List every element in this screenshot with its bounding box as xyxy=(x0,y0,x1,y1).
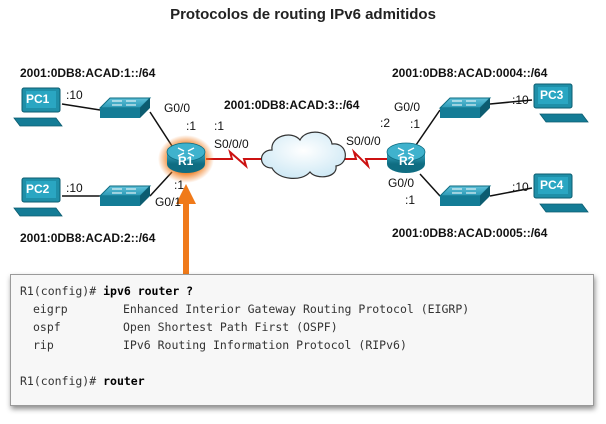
network-label-pc2: 2001:0DB8:ACAD:2::/64 xyxy=(20,231,156,245)
link-pc1-sw1 xyxy=(61,103,101,111)
diagram-title: Protocolos de routing IPv6 admitidos xyxy=(170,6,436,23)
cli-line-command: R1(config)# router xyxy=(20,374,145,388)
network-label-pc1: 2001:0DB8:ACAD:1::/64 xyxy=(20,66,156,80)
serial-link-r1-cloud xyxy=(206,149,266,169)
cli-option-desc: Open Shortest Path First (OSPF) xyxy=(123,320,338,334)
r2-g00-bottom-addr: :1 xyxy=(405,193,416,207)
cli-prompt: R1(config)# xyxy=(20,374,104,388)
r2-g00-bottom-label: G0/0 xyxy=(388,176,415,190)
network-label-pc4: 2001:0DB8:ACAD:0005::/64 xyxy=(392,226,548,240)
r1-label: R1 xyxy=(178,154,194,168)
r1-s000-label: S0/0/0 xyxy=(214,137,249,151)
pc1-host-addr: :10 xyxy=(66,88,83,102)
switch-icon xyxy=(438,185,492,206)
r2-s000-addr: :2 xyxy=(380,116,391,130)
pc3-host-addr: :10 xyxy=(512,93,529,107)
network-label-pc3: 2001:0DB8:ACAD:0004::/64 xyxy=(392,66,548,80)
cli-output-panel: R1(config)# ipv6 router ? eigrp Enhanced… xyxy=(10,274,594,406)
link-sw3-r2 xyxy=(415,109,441,146)
link-sw4-r2 xyxy=(419,173,441,197)
pc-icon xyxy=(13,177,63,217)
pc2-host-addr: :10 xyxy=(66,181,83,195)
cli-prompt: R1(config)# xyxy=(20,284,104,298)
switch-icon xyxy=(98,97,152,118)
switch-icon xyxy=(438,97,492,118)
link-sw4-pc4 xyxy=(489,187,533,197)
pc1-label: PC1 xyxy=(26,92,50,106)
serial-link-cloud-r2 xyxy=(338,148,390,170)
pc-icon xyxy=(533,173,589,213)
r2-g00-top-label: G0/0 xyxy=(394,100,421,114)
cli-option-name: eigrp xyxy=(33,302,68,316)
cli-line-command: R1(config)# ipv6 router ? xyxy=(20,284,193,298)
r2-g00-top-addr: :1 xyxy=(410,117,421,131)
r1-g00-label: G0/0 xyxy=(164,101,191,115)
router-icon xyxy=(386,142,426,173)
r1-g01-label: G0/1 xyxy=(155,195,182,209)
router-icon xyxy=(158,135,214,183)
wan-cloud-icon xyxy=(260,131,346,179)
r2-label: R2 xyxy=(399,154,415,168)
cli-command: router xyxy=(103,374,145,388)
cli-option-desc: Enhanced Interior Gateway Routing Protoc… xyxy=(123,302,470,316)
link-sw3-pc3 xyxy=(489,99,533,105)
r2-s000-label: S0/0/0 xyxy=(346,134,381,148)
pc3-label: PC3 xyxy=(540,88,564,102)
arrow-icon xyxy=(176,184,196,274)
serial-links xyxy=(206,148,390,170)
pc-icon xyxy=(13,87,63,127)
cli-command: ipv6 router ? xyxy=(103,284,194,298)
switch-icon xyxy=(98,185,152,206)
pc4-label: PC4 xyxy=(540,178,564,192)
r1-g00-addr: :1 xyxy=(186,119,197,133)
network-label-wan: 2001:0DB8:ACAD:3::/64 xyxy=(224,98,360,112)
pc4-host-addr: :10 xyxy=(512,180,529,194)
cli-option-name: rip xyxy=(33,338,54,352)
cli-option-name: ospf xyxy=(33,320,61,334)
r1-g01-addr: :1 xyxy=(174,178,185,192)
r1-s000-addr: :1 xyxy=(214,119,225,133)
pc2-label: PC2 xyxy=(26,182,50,196)
link-sw1-r1 xyxy=(149,111,173,147)
cli-option-desc: IPv6 Routing Information Protocol (RIPv6… xyxy=(123,338,407,352)
pc-icon xyxy=(533,83,589,123)
